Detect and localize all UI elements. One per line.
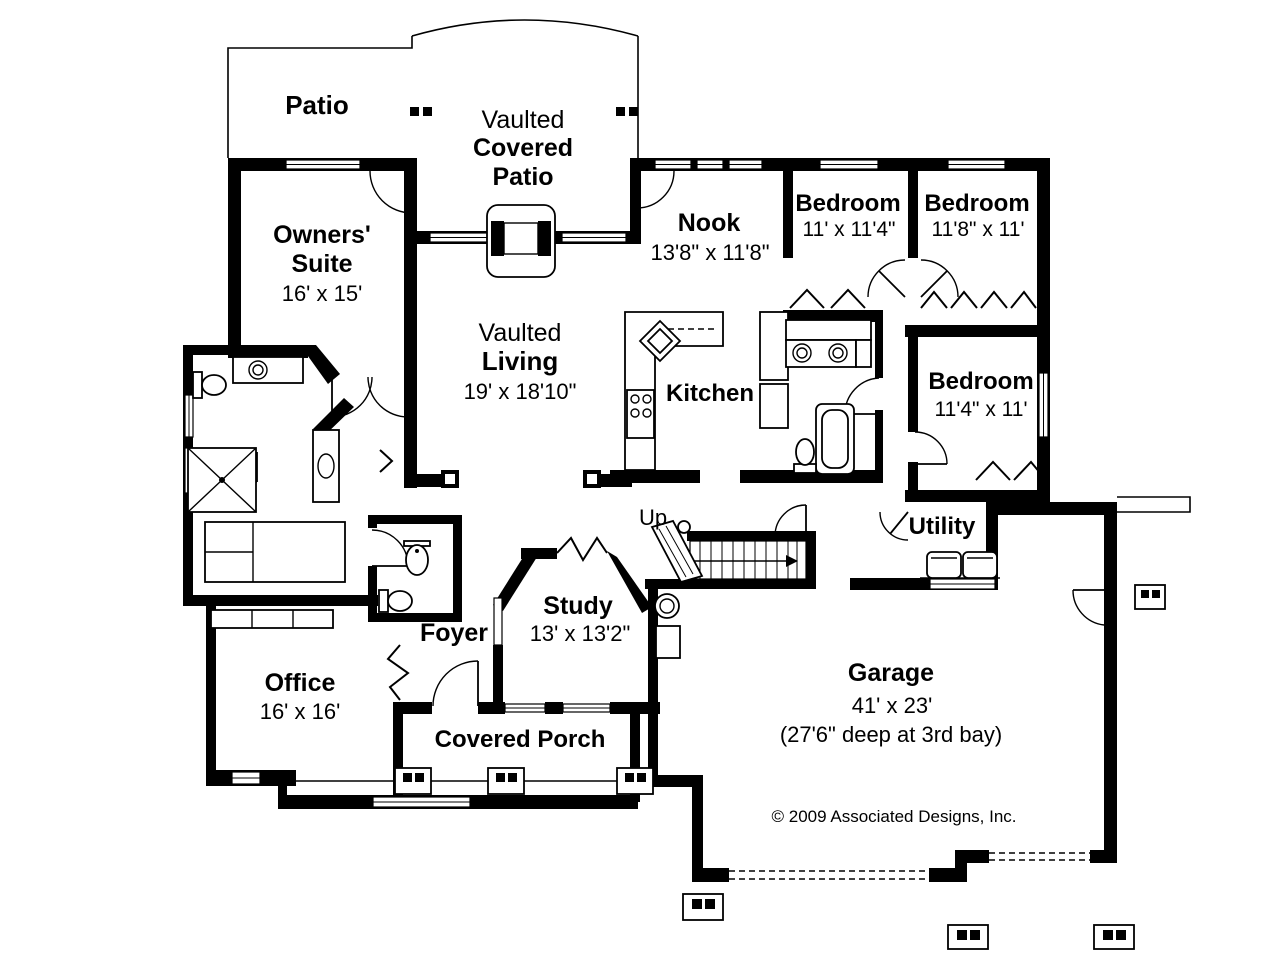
patio-post-pair-right [616,107,638,116]
range [626,389,655,439]
room-label-owners-suite-2: Suite [291,250,353,278]
windows [184,159,1049,808]
patio-outline [227,19,639,158]
utility-door [879,511,909,541]
yard-posts [682,584,1166,950]
bedroom3-door [914,431,948,465]
owners-vanity-1 [232,356,304,384]
side-stoop-outline [1117,496,1191,513]
stair-closet-door [774,504,807,537]
room-label-foyer: Foyer [419,619,489,647]
room-dims-nook: 13'8" x 11'8" [650,240,770,265]
washer-dryer [920,551,1000,579]
room-label-utility: Utility [908,513,976,540]
kitchen-sink [638,319,682,363]
shower [187,447,257,513]
room-label-living-2: Living [481,346,559,376]
room-label-living-1: Vaulted [478,319,562,347]
room-label-covered-patio-1: Vaulted [481,106,565,134]
cased-openings [386,536,608,701]
powder-door [371,529,409,567]
powder-toilet [378,589,413,613]
furnace [655,625,681,659]
closet-rod-symbols [379,288,1047,481]
room-note-garage: (27'6" deep at 3rd bay) [779,722,1003,747]
toilet-hall-bath [793,438,817,474]
room-label-nook: Nook [677,209,741,237]
refrigerator [759,311,789,429]
room-dims-garage: 41' x 23' [851,693,933,718]
bathtub [815,403,855,475]
walk-in-closet [204,521,346,583]
owners-vanity-2 [312,398,354,503]
room-label-office: Office [264,669,336,697]
room-label-covered-patio-2: Covered [472,134,574,162]
room-label-covered-porch: Covered Porch [434,726,606,753]
room-label-bedroom2: Bedroom [924,190,1030,217]
owners-suite-door [369,170,413,214]
living-column-left [441,470,459,488]
pocket-door [493,597,503,646]
room-label-patio: Patio [285,90,349,120]
room-dims-study: 13' x 13'2" [529,621,631,646]
room-dims-bedroom2: 11'8" x 11' [931,218,1025,241]
room-label-covered-patio-3: Patio [492,163,554,191]
porch-posts [394,767,654,795]
owners-toilet [192,371,227,399]
living-column-right [583,470,601,488]
room-label-bedroom3: Bedroom [928,368,1034,395]
front-door [432,660,479,707]
room-label-study: Study [543,592,613,620]
fireplace [486,204,556,278]
room-label-owners-suite-1: Owners' [273,221,371,249]
room-dims-bedroom1: 11' x 11'4" [802,218,896,241]
garage-door-2 [989,851,1090,862]
bedroom1-door [867,259,906,298]
stairs [650,519,807,584]
water-heater [654,593,680,619]
room-label-kitchen: Kitchen [665,380,755,407]
bedroom2-door [920,259,959,298]
nook-patio-door [636,170,675,209]
room-label-garage: Garage [847,659,935,687]
garage-side-door [1072,589,1105,626]
room-dims-bedroom3: 11'4" x 11' [934,398,1028,421]
patio-post-pair-left [410,107,432,116]
office-builtin [210,609,334,629]
bath-vanity [785,319,872,368]
garage-door-1 [729,869,929,881]
room-dims-office: 16' x 16' [259,699,341,724]
stairs-up-label: Up [638,505,668,530]
room-label-bedroom1: Bedroom [795,190,901,217]
room-dims-owners-suite: 16' x 15' [281,281,363,306]
stair-rail [650,519,704,584]
copyright-text: © 2009 Associated Designs, Inc. [771,807,1017,826]
powder-sink [403,540,431,576]
room-dims-living: 19' x 18'10" [463,379,577,404]
